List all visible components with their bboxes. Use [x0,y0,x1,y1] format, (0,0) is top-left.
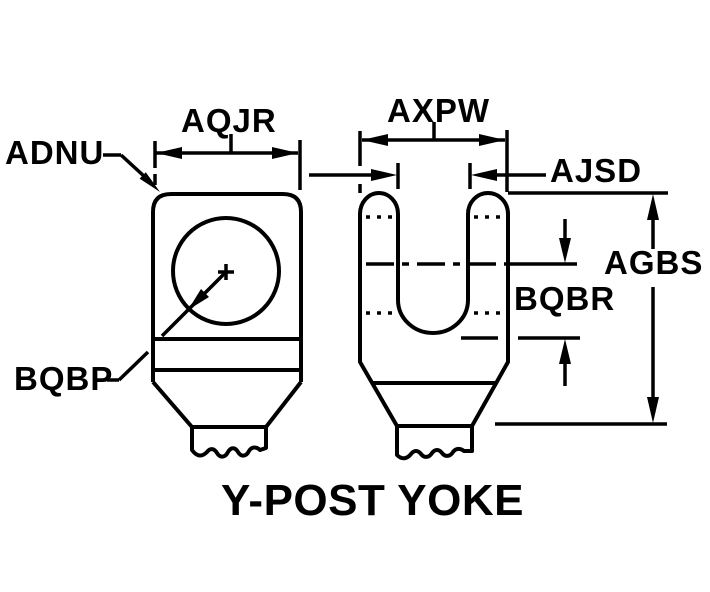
ajsd-arrow-right [471,169,497,181]
front-view [151,192,303,459]
side-body-outline [358,191,510,428]
bqbr-arrow-down [559,238,571,263]
front-body-outline [151,192,303,382]
label-aqjr: AQJR [181,102,277,139]
label-adnu: ADNU [5,134,105,171]
drawing-title: Y-POST YOKE [221,476,524,525]
label-ajsd: AJSD [550,152,643,189]
agbs-arrow-up [647,194,659,220]
side-hidden-dotted-lines [366,215,503,315]
axpw-dimension [358,122,509,193]
label-agbs: AGBS [604,244,704,281]
adnu-arrowhead [139,172,160,192]
agbs-dimension [495,191,668,426]
axpw-arrow-right [479,134,505,146]
front-shank-break [190,427,268,459]
agbs-arrow-down [647,397,659,423]
hole-radius-leader [160,270,228,338]
adnu-leader [103,153,160,192]
front-taper-outline [151,380,303,429]
front-hole-circle [171,216,281,326]
label-axpw: AXPW [387,92,490,129]
aqjr-dimension [153,134,302,190]
aqjr-arrow-right [272,147,298,159]
label-bqbr: BQBR [514,280,616,317]
bqbr-dimension [461,219,580,386]
bqbr-arrow-up [559,339,571,364]
radius-arrowhead [188,289,209,310]
side-shank-break [395,426,474,461]
side-view [358,191,510,461]
label-bqbp: BQBP [14,360,114,397]
ajsd-arrow-left [371,169,397,181]
ajsd-dimension [309,163,546,189]
aqjr-arrow-left [156,147,182,159]
axpw-arrow-left [362,134,388,146]
bqbp-leader [107,350,150,382]
